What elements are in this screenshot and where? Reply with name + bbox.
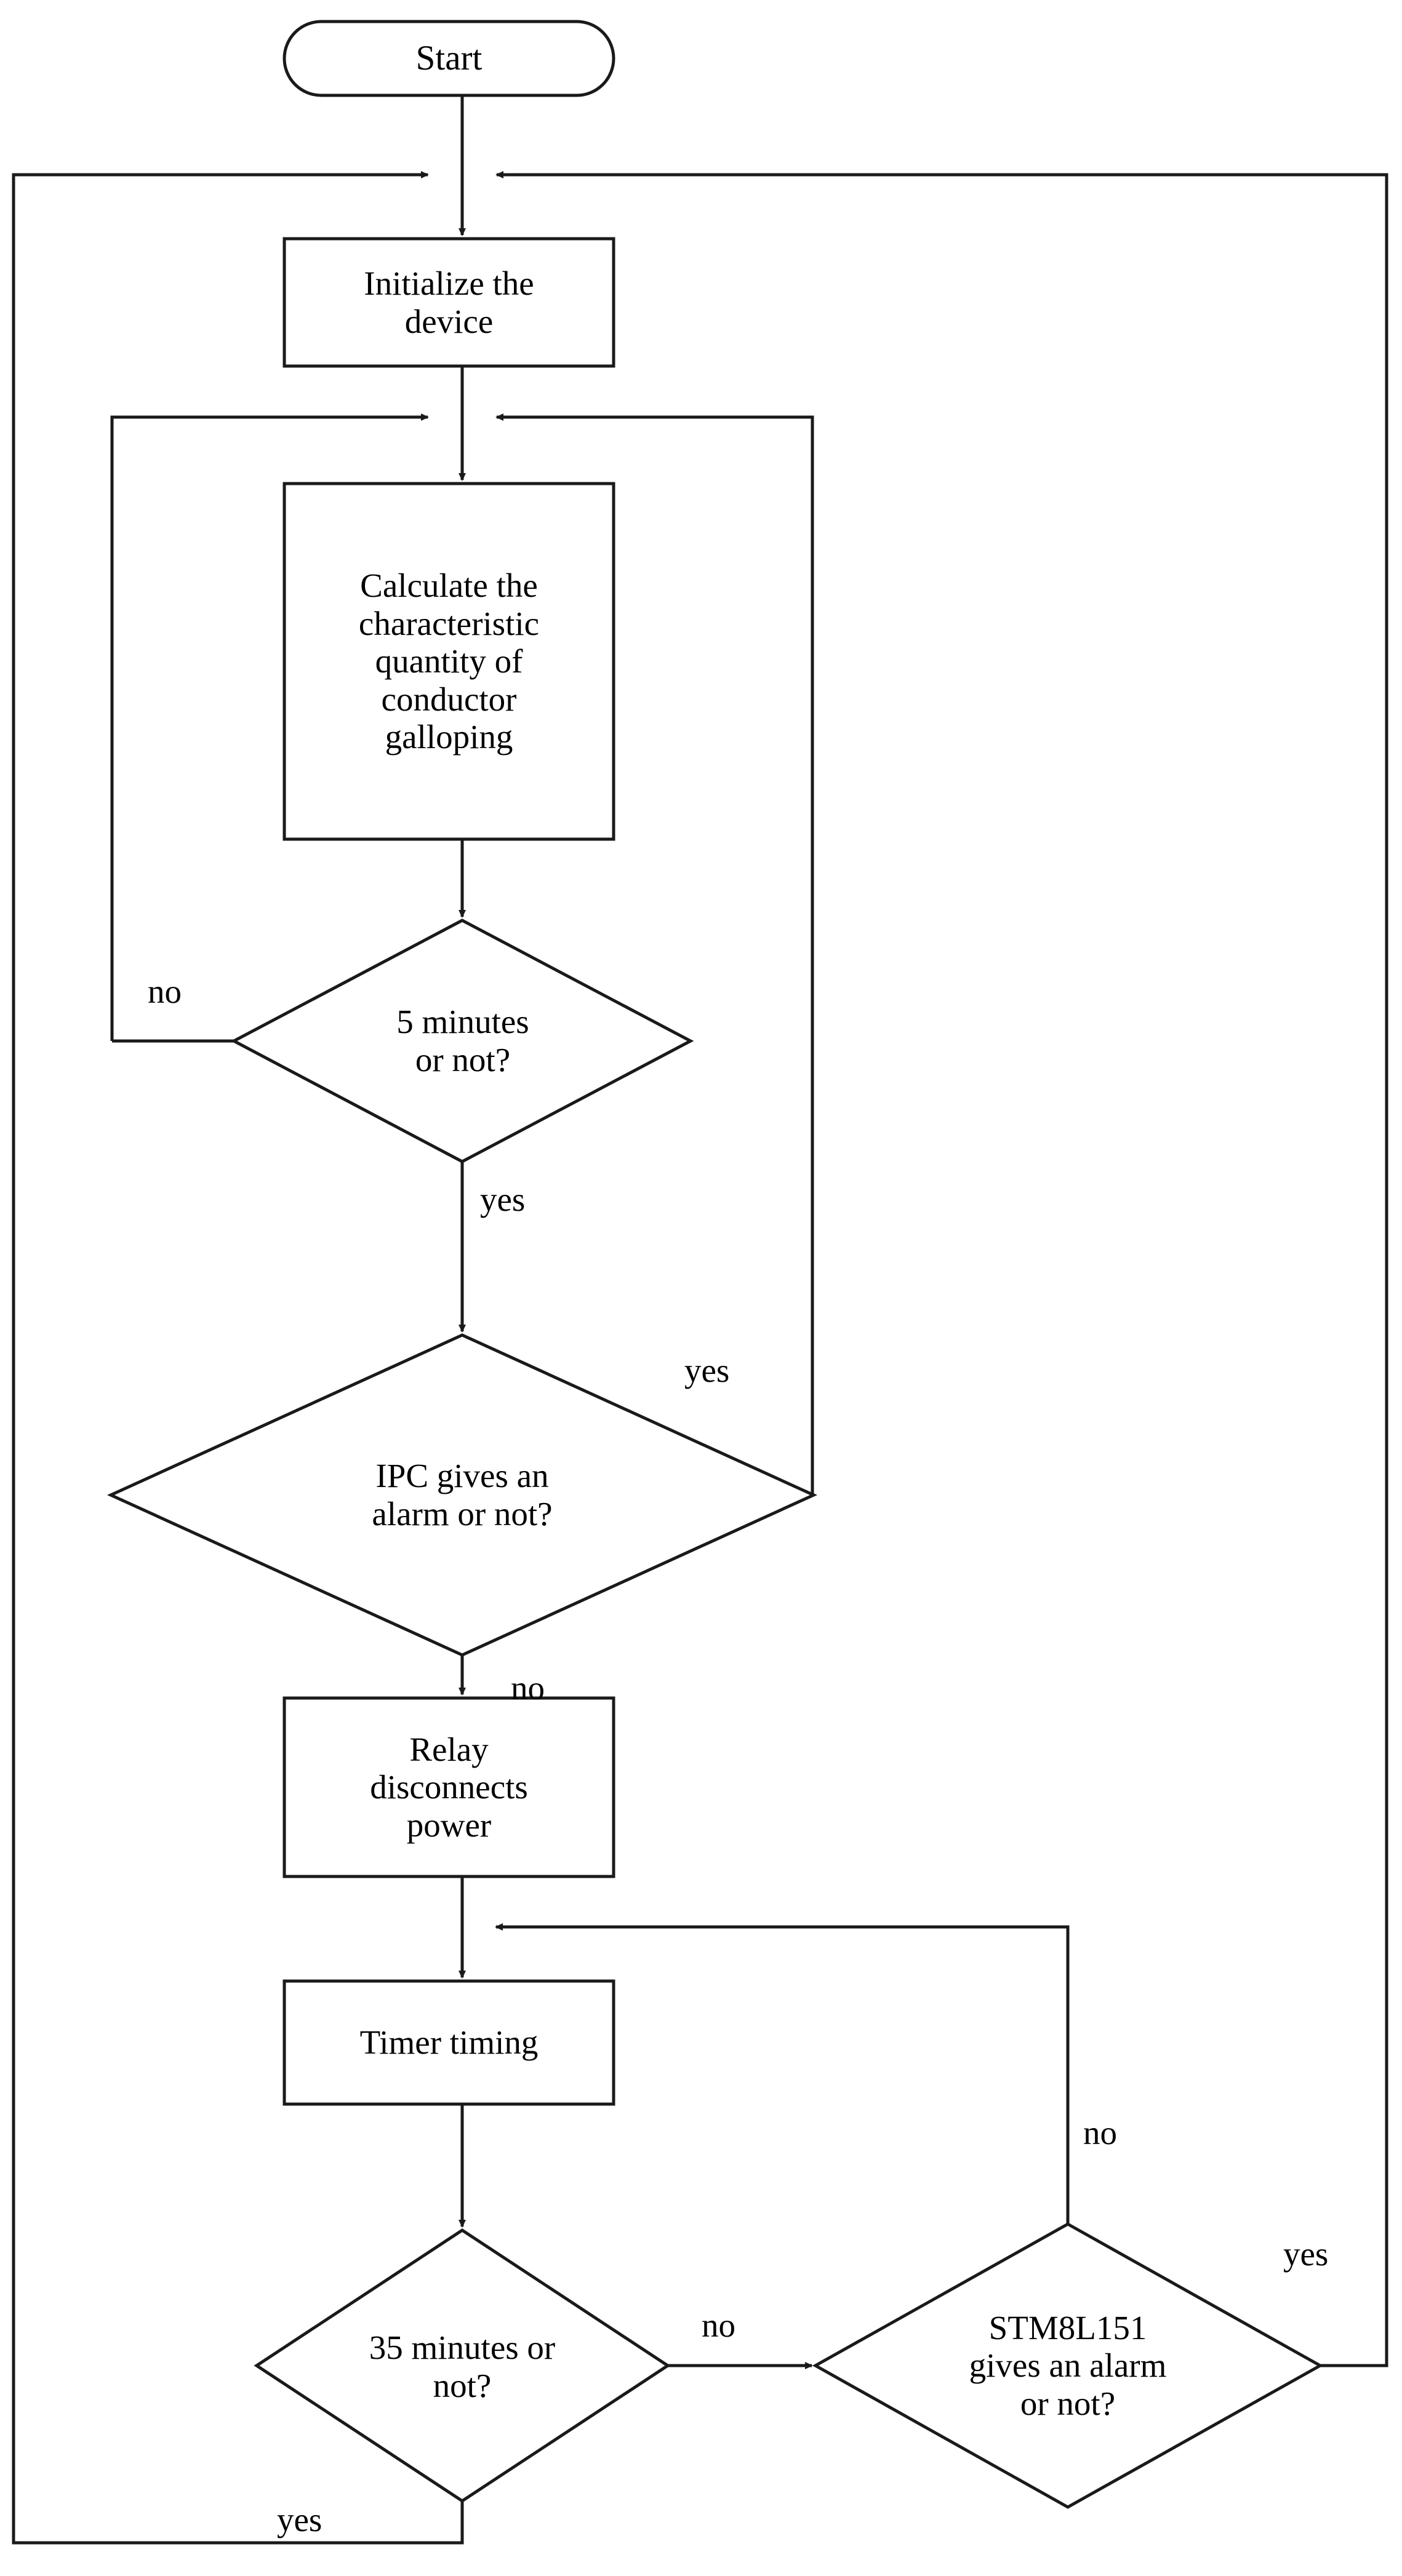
shape-relay-disconnects (282, 1696, 615, 1878)
edge-label-ipc-yes: yes (684, 1352, 730, 1389)
edge-label-5min-yes: yes (480, 1181, 526, 1218)
edge-ipc-yes-loop (495, 413, 814, 1497)
edge-label-stm-yes: yes (1283, 2235, 1329, 2273)
shape-initialize (282, 237, 615, 368)
edge-inner-loop-left (110, 413, 429, 1041)
edge-stm-no-to-merge3 (495, 1923, 1070, 2224)
edge-label-5min-no: no (148, 973, 182, 1010)
shape-stm8l151-decision (812, 2222, 1324, 2509)
edge-outer-loop-left (12, 171, 429, 2498)
shape-start (282, 20, 615, 97)
edge-stm-yes-to-outer-loop (495, 171, 1388, 2367)
edge-35min-yes-to-outer-loop (12, 2498, 464, 2545)
shape-5-minutes-decision (230, 919, 694, 1163)
shape-35-minutes-decision (254, 2228, 671, 2503)
edge-label-35min-no: no (702, 2307, 735, 2344)
edge-label-35min-yes: yes (277, 2501, 322, 2538)
edge-label-ipc-no: no (511, 1669, 545, 1707)
shape-timer-timing (282, 1979, 615, 2106)
edge-label-stm-no: no (1083, 2114, 1117, 2151)
shape-calculate (282, 482, 615, 841)
